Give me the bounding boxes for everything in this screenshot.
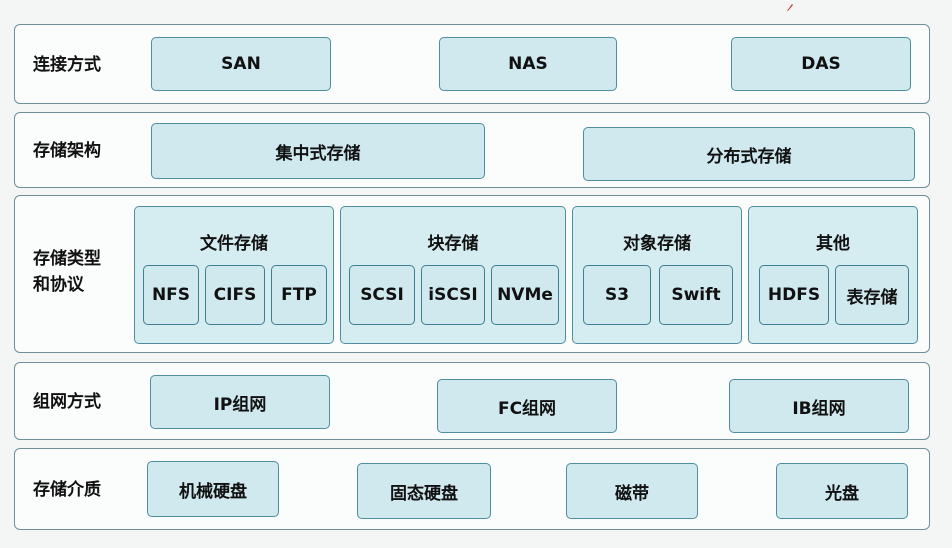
box-iscsi: iSCSI [421, 265, 485, 325]
group-other-storage: 其他 HDFS 表存储 [748, 206, 918, 344]
box-nvme: NVMe [491, 265, 559, 325]
box-fc-network: FC组网 [437, 379, 617, 433]
box-scsi: SCSI [349, 265, 415, 325]
box-centralized: 集中式存储 [151, 123, 485, 179]
box-cifs: CIFS [205, 265, 265, 325]
group-title-other: 其他 [816, 234, 850, 254]
box-ib-network: IB组网 [729, 379, 909, 433]
box-table-storage: 表存储 [835, 265, 909, 325]
group-block-storage: 块存储 SCSI iSCSI NVMe [340, 206, 566, 344]
box-ip-network: IP组网 [150, 375, 330, 429]
row-types-protocols: 存储类型 和协议 文件存储 NFS CIFS FTP 块存储 SCSI iSCS… [14, 195, 930, 353]
box-swift: Swift [659, 265, 733, 325]
box-optical-disc: 光盘 [776, 463, 908, 519]
group-title-file: 文件存储 [200, 234, 268, 254]
box-hdd: 机械硬盘 [147, 461, 279, 517]
group-file-storage: 文件存储 NFS CIFS FTP [134, 206, 334, 344]
box-ssd: 固态硬盘 [357, 463, 491, 519]
row-architecture: 存储架构 集中式存储 分布式存储 [14, 112, 930, 188]
box-s3: S3 [583, 265, 651, 325]
row-label-types-line1: 存储类型 [33, 249, 101, 269]
row-networking: 组网方式 IP组网 FC组网 IB组网 [14, 362, 930, 440]
group-object-storage: 对象存储 S3 Swift [572, 206, 742, 344]
box-distributed: 分布式存储 [583, 127, 915, 181]
row-media: 存储介质 机械硬盘 固态硬盘 磁带 光盘 [14, 448, 930, 530]
row-label-connection: 连接方式 [33, 55, 101, 75]
pen-mark-icon [787, 4, 793, 11]
box-hdfs: HDFS [759, 265, 829, 325]
row-label-media: 存储介质 [33, 480, 101, 500]
row-label-architecture: 存储架构 [33, 141, 101, 161]
box-nas: NAS [439, 37, 617, 91]
group-title-block: 块存储 [427, 234, 479, 254]
row-connection: 连接方式 SAN NAS DAS [14, 24, 930, 104]
row-label-types-line2: 和协议 [33, 275, 84, 295]
group-title-object: 对象存储 [623, 234, 691, 254]
box-nfs: NFS [143, 265, 199, 325]
box-das: DAS [731, 37, 911, 91]
row-label-networking: 组网方式 [33, 392, 101, 412]
box-tape: 磁带 [566, 463, 698, 519]
box-san: SAN [151, 37, 331, 91]
box-ftp: FTP [271, 265, 327, 325]
